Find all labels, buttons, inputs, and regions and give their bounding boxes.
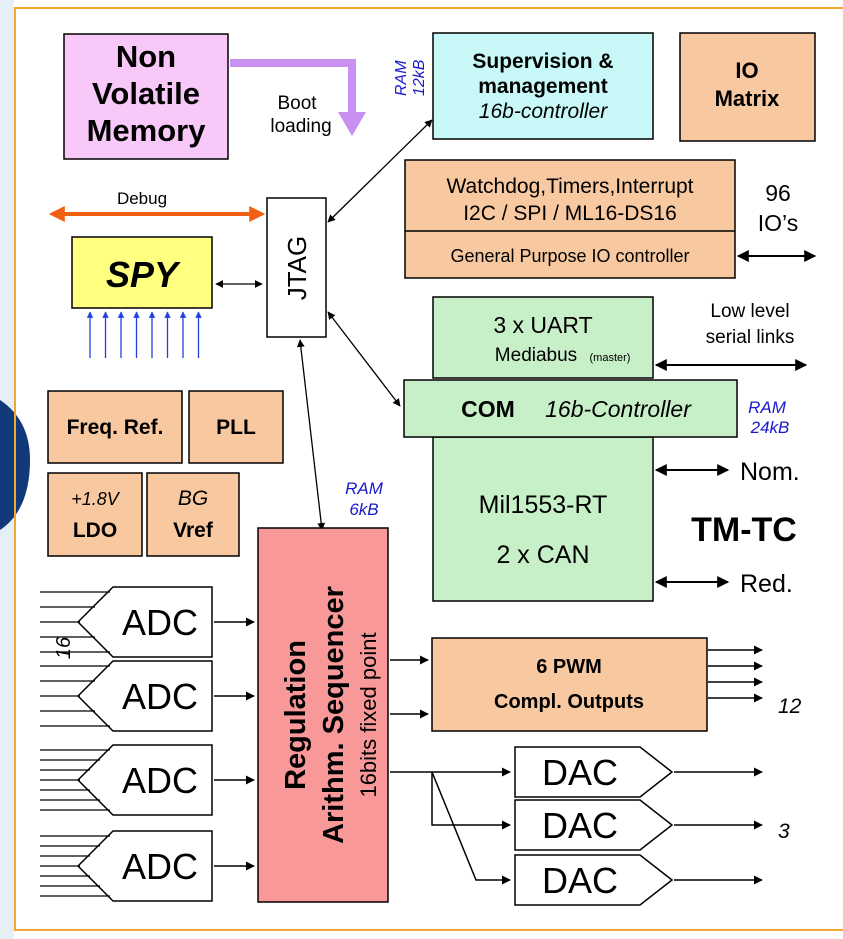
nominal-label: Nom. xyxy=(740,458,800,486)
freq-ref-block: Freq. Ref. xyxy=(47,390,183,464)
dac-label: DAC xyxy=(542,860,618,901)
dac-shape xyxy=(514,854,674,906)
peripherals-line2: I2C / SPI / ML16-DS16 xyxy=(463,202,677,225)
tmtc-title: TM-TC xyxy=(691,511,797,549)
dac-feed-line xyxy=(431,772,511,830)
nvm-line1: Non xyxy=(116,39,176,74)
spy-input-arrows xyxy=(86,311,202,358)
peripherals-block: Watchdog,Timers,Interrupt I2C / SPI / ML… xyxy=(404,159,736,279)
uart-line2-small: (master) xyxy=(590,352,631,364)
supervision-line2: management xyxy=(478,75,608,98)
ldo-voltage: +1.8V xyxy=(71,489,121,509)
jtag-com-link xyxy=(327,311,401,407)
jtag-label: JTAG xyxy=(282,236,312,301)
supervision-line1: Supervision & xyxy=(472,50,613,73)
dac-block: DAC xyxy=(514,746,674,798)
uart-line1: 3 x UART xyxy=(493,312,592,338)
pwm-block: 6 PWM Compl. Outputs xyxy=(431,637,708,732)
nvm-line3: Memory xyxy=(87,113,207,148)
dac-output-count: 3 xyxy=(778,820,790,843)
adc-label: ADC xyxy=(122,846,198,887)
communication-block: 3 x UART Mediabus (master) COM 16b-Contr… xyxy=(403,296,738,602)
redundant-label: Red. xyxy=(740,570,793,598)
ldo-label: LDO xyxy=(73,519,117,542)
low-level-line2: serial links xyxy=(706,327,795,348)
com-label: COM xyxy=(461,396,515,422)
low-level-line1: Low level xyxy=(710,301,789,322)
debug-label: Debug xyxy=(117,189,167,208)
boot-label-line2: loading xyxy=(270,116,331,137)
mil-line1: Mil1553-RT xyxy=(479,491,608,519)
bg-vref-block: BG Vref xyxy=(146,472,240,557)
spy-label: SPY xyxy=(106,254,181,295)
sequencer-ram-label: RAM xyxy=(345,479,384,498)
boot-loading-arrow xyxy=(230,59,356,118)
sequencer-line1: Regulation xyxy=(280,640,312,790)
supervision-ram-label: RAM xyxy=(393,60,410,96)
adc-block: ADC xyxy=(40,744,255,816)
dac-label: DAC xyxy=(542,752,618,793)
supervision-line3: 16b-controller xyxy=(479,100,608,123)
boot-label-line1: Boot xyxy=(277,93,317,114)
adc-label: ADC xyxy=(122,602,198,643)
pwm-output-count: 12 xyxy=(778,695,802,718)
mil-line2: 2 x CAN xyxy=(496,541,589,569)
adc-shape xyxy=(76,830,213,902)
adc-label: ADC xyxy=(122,676,198,717)
sequencer-line2: Arithm. Sequencer xyxy=(318,586,350,844)
adc-shape xyxy=(76,660,213,732)
diagram-frame xyxy=(14,7,843,931)
pll-block: PLL xyxy=(188,390,284,464)
jtag-supervision-link xyxy=(327,119,433,223)
sequencer-ram-size: 6kB xyxy=(349,500,378,519)
pwm-output-arrows xyxy=(708,645,763,703)
dac-shape xyxy=(514,799,674,851)
dac-label: DAC xyxy=(542,805,618,846)
supervision-block: Supervision & management 16b-controller xyxy=(432,32,654,140)
dac-block: DAC xyxy=(514,799,674,851)
sequencer-line3: 16bits fixed point xyxy=(356,632,381,797)
io-matrix-block: IO Matrix xyxy=(679,32,816,142)
adc-count-label: 16 xyxy=(53,636,75,659)
adc-group: ADC ADC ADC ADC xyxy=(40,586,255,902)
io-matrix-line1: IO xyxy=(735,58,758,83)
com-ram-size: 24kB xyxy=(750,418,790,437)
adc-label: ADC xyxy=(122,760,198,801)
ios-label: IO’s xyxy=(758,210,798,236)
pwm-line2: Compl. Outputs xyxy=(494,691,644,713)
vref-label: Vref xyxy=(173,519,214,542)
sequencer-block: Regulation Arithm. Sequencer 16bits fixe… xyxy=(257,527,389,903)
dac-group: DAC DAC DAC xyxy=(390,746,763,906)
com-controller-label: 16b-Controller xyxy=(545,396,692,422)
uart-line2: Mediabus xyxy=(495,345,577,366)
dac-shape xyxy=(514,746,674,798)
spy-block: SPY xyxy=(71,236,213,309)
supervision-ram-size: 12kB xyxy=(411,59,428,96)
pll-label: PLL xyxy=(216,416,256,439)
adc-block: ADC xyxy=(40,586,255,658)
adc-block: ADC xyxy=(40,830,255,902)
jtag-block: JTAG xyxy=(266,197,327,338)
ios-count: 96 xyxy=(765,180,791,206)
freq-ref-label: Freq. Ref. xyxy=(67,416,164,439)
adc-shape xyxy=(76,586,213,658)
adc-block: ADC xyxy=(40,660,255,732)
dac-feed-line xyxy=(431,771,511,885)
io-matrix-line2: Matrix xyxy=(715,86,781,111)
dac-block: DAC xyxy=(514,854,674,906)
peripherals-line1: Watchdog,Timers,Interrupt xyxy=(446,175,693,198)
jtag-sequencer-link xyxy=(296,339,326,531)
com-ram-label: RAM xyxy=(748,398,787,417)
nvm-line2: Volatile xyxy=(92,76,200,111)
pwm-line1: 6 PWM xyxy=(536,656,602,678)
ldo-block: +1.8V LDO xyxy=(47,472,143,557)
non-volatile-memory-block: Non Volatile Memory xyxy=(63,33,229,160)
adc-shape xyxy=(76,744,213,816)
bg-label: BG xyxy=(178,487,208,510)
peripherals-line3: General Purpose IO controller xyxy=(450,246,689,266)
